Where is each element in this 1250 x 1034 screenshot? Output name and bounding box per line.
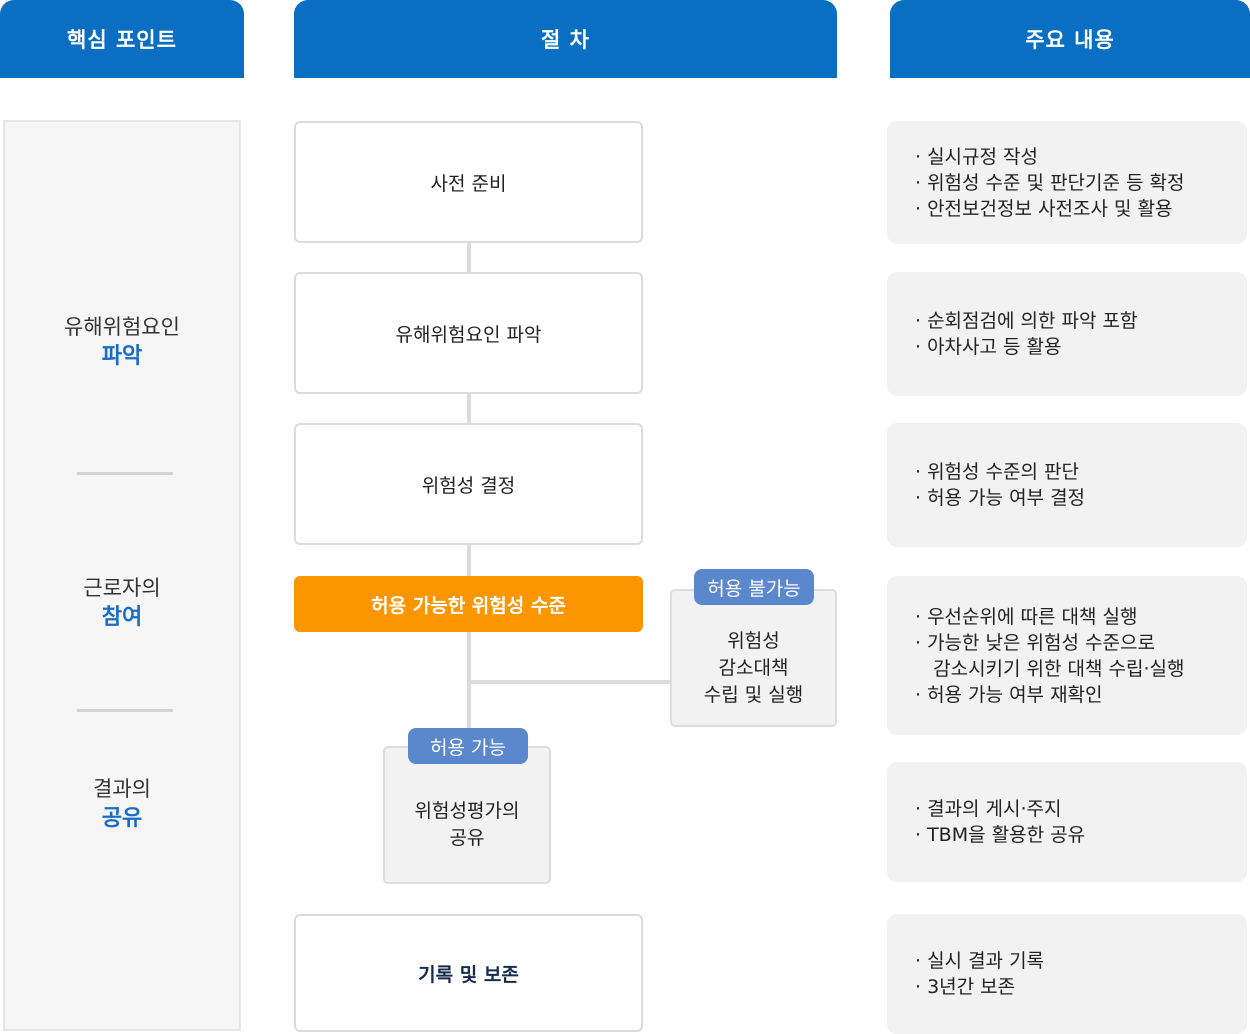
step-prep: 사전 준비: [294, 121, 643, 243]
step-identify: 유해위험요인 파악: [294, 272, 643, 394]
key-point-text: 결과의: [93, 777, 151, 801]
detail-line: · 결과의 게시·주지: [915, 798, 1062, 820]
branch-line: 위험성평가의: [414, 800, 520, 822]
key-point-emphasis: 참여: [101, 605, 143, 630]
detail-decide: · 위험성 수준의 판단 · 허용 가능 여부 결정: [887, 423, 1247, 547]
key-point-participation: 근로자의 참여: [5, 573, 239, 633]
header-procedure: 절 차: [294, 0, 837, 78]
key-point-emphasis: 파악: [101, 344, 143, 369]
detail-line: · 실시규정 작성: [915, 145, 1038, 168]
detail-prep: · 실시규정 작성 · 위험성 수준 및 판단기준 등 확정 · 안전보건정보 …: [887, 121, 1247, 244]
detail-line: · 위험성 수준의 판단: [915, 461, 1079, 483]
step-record: 기록 및 보존: [294, 914, 643, 1032]
connector-line: [467, 680, 672, 684]
step-decide: 위험성 결정: [294, 423, 643, 545]
step-acceptable-level: 허용 가능한 위험성 수준: [294, 576, 643, 632]
branch-line: 감소대책: [718, 656, 789, 679]
detail-line: · 실시 결과 기록: [915, 950, 1045, 972]
header-main-content: 주요 내용: [890, 0, 1250, 78]
branch-line: 수립 및 실행: [703, 683, 804, 706]
detail-line: · 3년간 보존: [915, 976, 1016, 998]
detail-sharing: · 결과의 게시·주지 · TBM을 활용한 공유: [887, 762, 1247, 882]
detail-record: · 실시 결과 기록 · 3년간 보존: [887, 914, 1247, 1034]
detail-line: · 우선순위에 따른 대책 실행: [915, 605, 1138, 628]
key-point-divider: [77, 472, 173, 475]
detail-line: · 아차사고 등 활용: [915, 336, 1062, 358]
detail-line: · 가능한 낮은 위험성 수준으로: [915, 631, 1155, 654]
detail-identify: · 순회점검에 의한 파악 포함 · 아차사고 등 활용: [887, 272, 1247, 396]
connector-line: [467, 393, 471, 425]
detail-line: · 순회점검에 의한 파악 포함: [915, 310, 1138, 332]
key-point-identify: 유해위험요인 파악: [5, 312, 239, 372]
detail-line: · 안전보건정보 사전조사 및 활용: [915, 197, 1173, 220]
detail-line: · 허용 가능 여부 결정: [915, 487, 1086, 509]
key-point-text: 근로자의: [83, 576, 161, 600]
detail-line: · 허용 가능 여부 재확인: [915, 683, 1103, 706]
key-point-sharing: 결과의 공유: [5, 774, 239, 834]
connector-line: [467, 242, 471, 274]
branch-line: 위험성: [727, 629, 780, 652]
key-point-text: 유해위험요인: [64, 315, 180, 339]
detail-line: · 위험성 수준 및 판단기준 등 확정: [915, 171, 1185, 194]
key-point-emphasis: 공유: [101, 806, 143, 831]
branch-line: 공유: [449, 827, 485, 849]
branch-not-allowed-box: 위험성 감소대책 수립 및 실행: [670, 589, 837, 727]
detail-line: 감소시키기 위한 대책 수립·실행: [915, 657, 1185, 680]
key-points-panel: 유해위험요인 파악 근로자의 참여 결과의 공유: [3, 120, 241, 1031]
branch-not-allowed-label: 허용 불가능: [694, 569, 814, 605]
branch-allowed-box: 위험성평가의 공유: [383, 746, 551, 884]
header-key-points: 핵심 포인트: [0, 0, 244, 78]
branch-allowed-label: 허용 가능: [408, 728, 528, 764]
key-point-divider: [77, 709, 173, 712]
detail-line: · TBM을 활용한 공유: [915, 824, 1086, 846]
connector-line: [467, 544, 471, 578]
detail-reduction: · 우선순위에 따른 대책 실행 · 가능한 낮은 위험성 수준으로 감소시키기…: [887, 576, 1247, 735]
